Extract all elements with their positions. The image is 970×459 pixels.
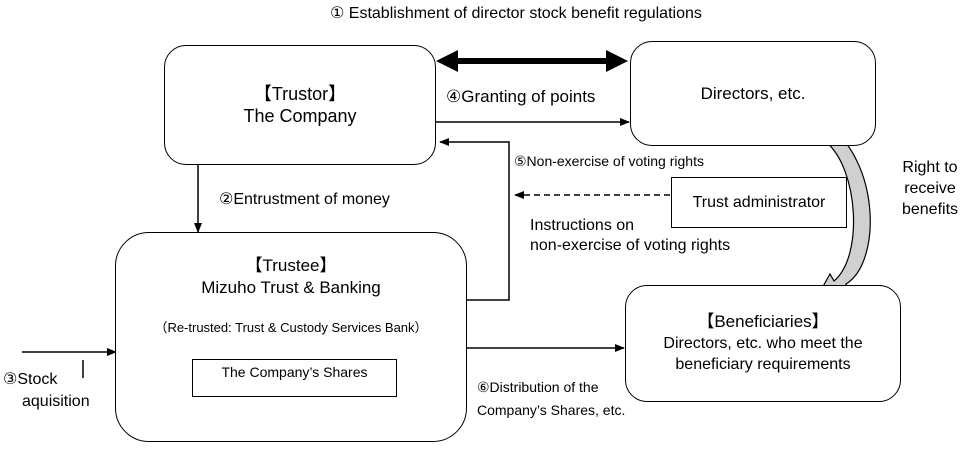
- beneficiaries-line1: Directors, etc. who meet the: [663, 335, 863, 352]
- directors-label: Directors, etc.: [700, 84, 806, 103]
- step3-label-line2: aquisition: [22, 393, 90, 410]
- trust-administrator-label: Trust administrator: [692, 194, 826, 211]
- directors-box: Directors, etc.: [630, 41, 876, 146]
- trustee-note: （Re-trusted: Trust & Custody Services Ba…: [154, 320, 428, 335]
- step4-label: ④Granting of points: [446, 87, 596, 106]
- instructions-label-line2: non-exercise of voting rights: [530, 237, 731, 254]
- right-to-receive-line3: benefits: [901, 201, 959, 218]
- trustee-box: 【Trustee】 Mizuho Trust & Banking （Re-tru…: [115, 232, 467, 442]
- trustor-role: 【Trustor】: [253, 84, 347, 104]
- step6-label-line1: ⑥Distribution of the: [477, 379, 599, 395]
- step5-label: ⑤Non-exercise of voting rights: [514, 153, 704, 169]
- company-shares-box: The Company’s Shares: [192, 359, 397, 397]
- right-to-receive-line2: receive: [904, 180, 956, 197]
- beneficiaries-line2: beneficiary requirements: [675, 356, 851, 373]
- voting-rights-arrow: [439, 138, 510, 301]
- beneficiaries-role: 【Beneficiaries】: [697, 312, 829, 331]
- trustee-name: Mizuho Trust & Banking: [201, 278, 381, 297]
- step2-label: ②Entrustment of money: [219, 191, 390, 208]
- trustor-box: 【Trustor】 The Company: [164, 45, 436, 165]
- step1-label: ① Establishment of director stock benefi…: [330, 5, 702, 22]
- step3-label-line1: ③Stock: [3, 371, 58, 388]
- regulations-double-arrow: [436, 50, 628, 72]
- trust-administrator-box: Trust administrator: [671, 177, 847, 228]
- right-to-receive-line1: Right to: [902, 159, 958, 176]
- step6-label-line2: Company’s Shares, etc.: [477, 402, 626, 418]
- company-shares-label: The Company’s Shares: [221, 364, 368, 380]
- trustee-role: 【Trustee】: [245, 256, 337, 275]
- instructions-label-line1: Instructions on: [530, 217, 635, 234]
- beneficiaries-box: 【Beneficiaries】 Directors, etc. who meet…: [625, 285, 901, 402]
- trustor-name: The Company: [243, 106, 357, 126]
